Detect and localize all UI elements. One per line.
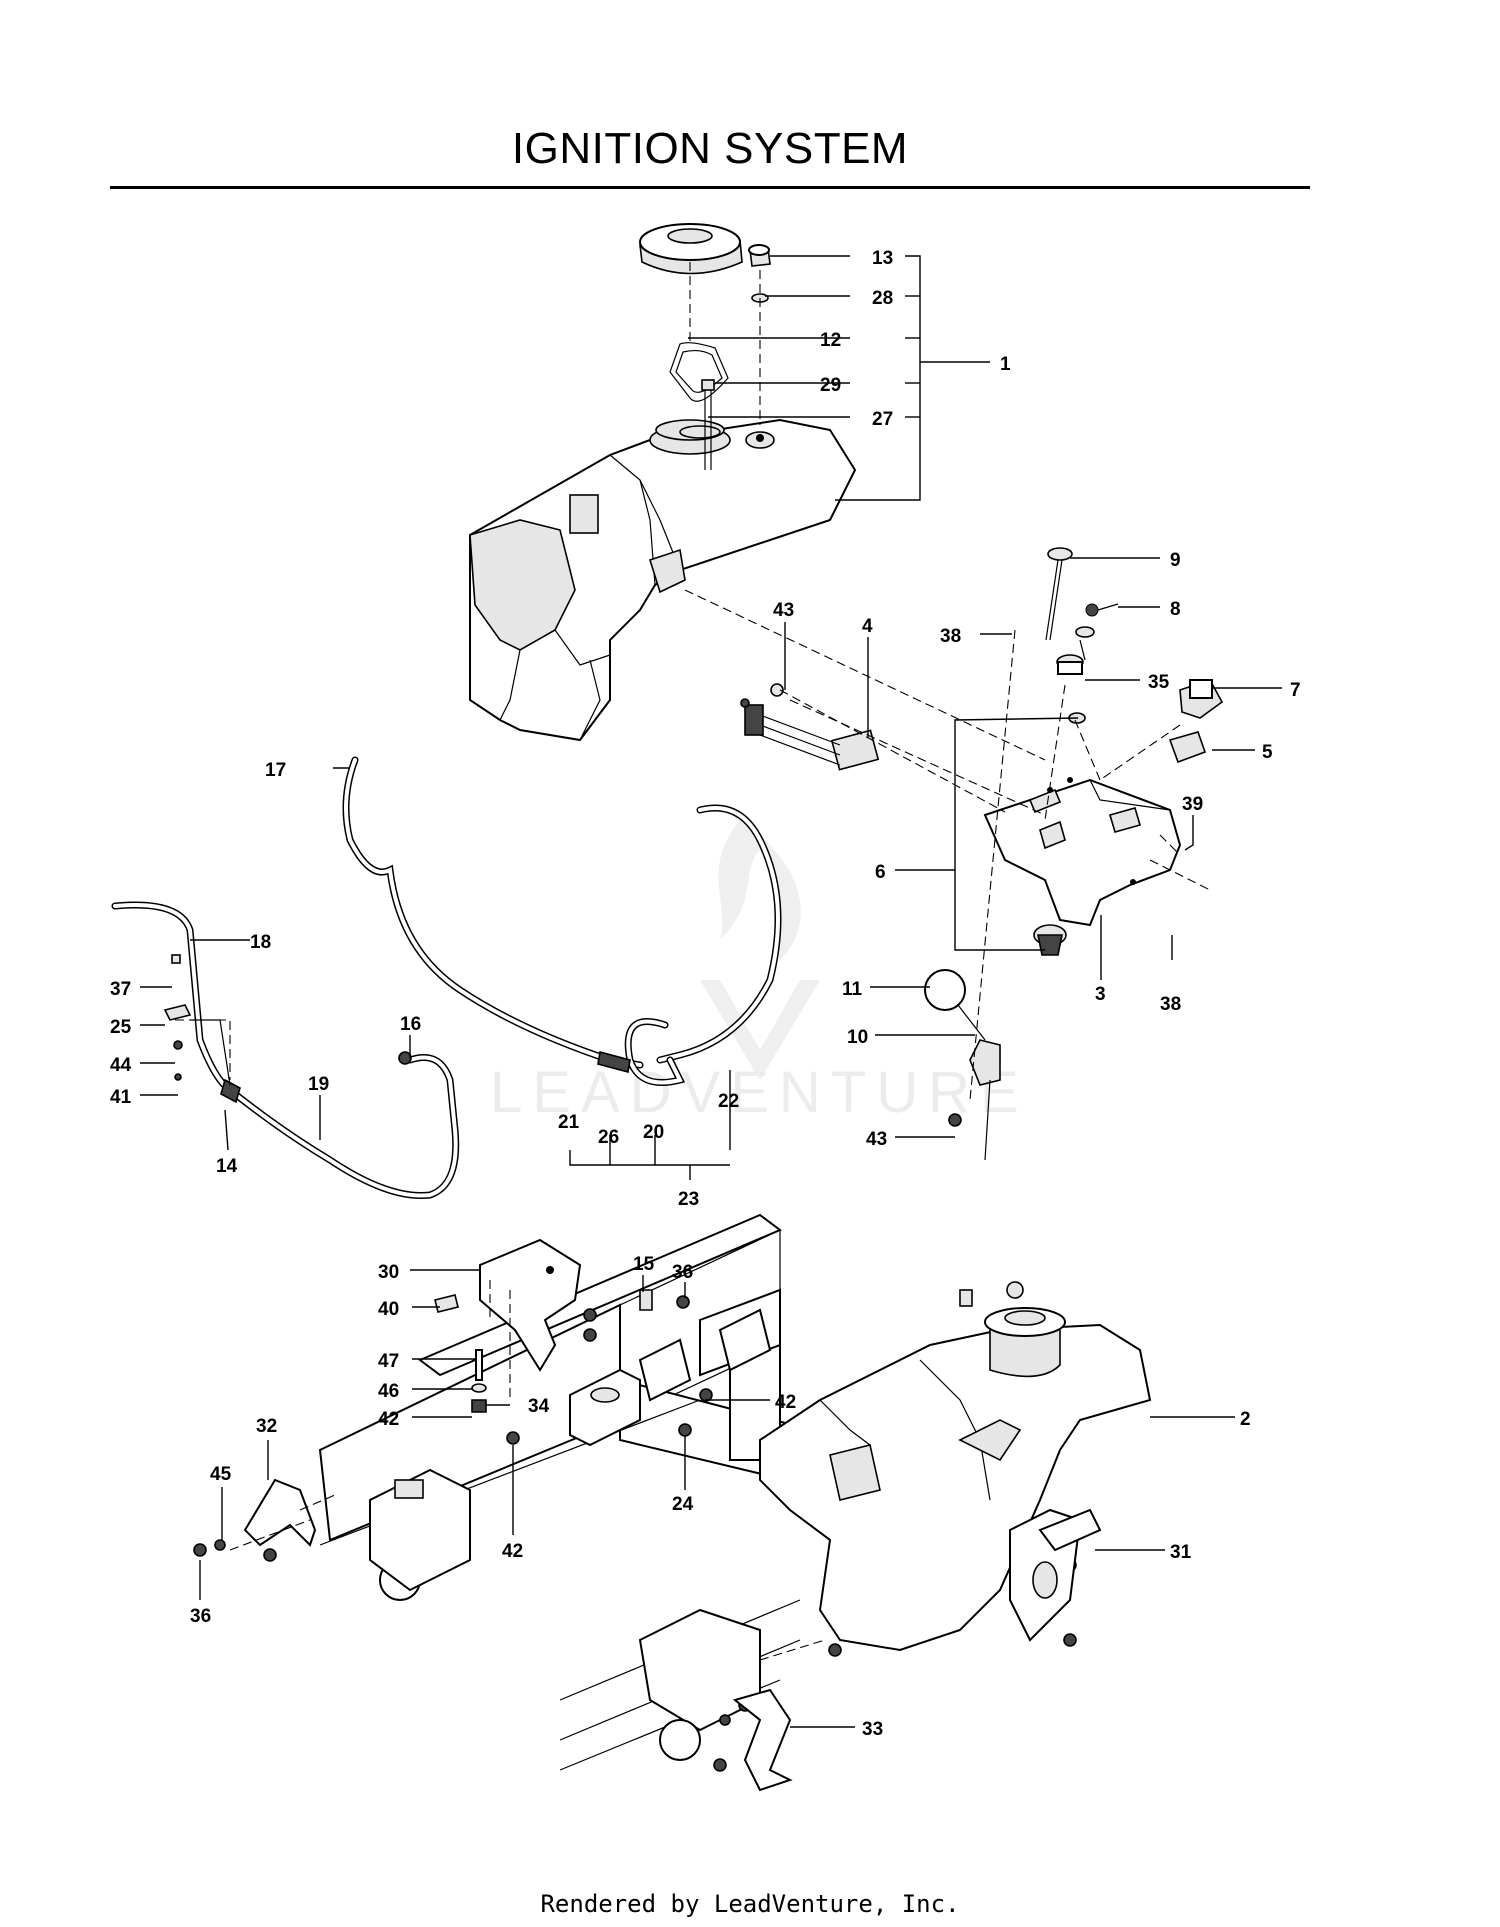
callout-29: 29 xyxy=(820,375,841,396)
callout-19: 19 xyxy=(308,1074,329,1095)
callout-44: 44 xyxy=(110,1055,132,1076)
bracket-33 xyxy=(732,1639,826,1792)
callout-16: 16 xyxy=(400,1014,421,1035)
callout-43-upper: 43 xyxy=(773,600,794,621)
callout-21: 21 xyxy=(558,1112,580,1133)
callout-42-mid: 42 xyxy=(775,1392,796,1413)
callout-15: 15 xyxy=(633,1254,655,1275)
callout-39: 39 xyxy=(1182,794,1203,815)
callout-35: 35 xyxy=(1148,672,1170,693)
throttle-control xyxy=(924,969,1001,1161)
callout-32: 32 xyxy=(256,1416,277,1437)
callout-10: 10 xyxy=(847,1027,868,1048)
callout-23: 23 xyxy=(678,1189,699,1210)
callout-47: 47 xyxy=(378,1351,399,1372)
callout-25: 25 xyxy=(110,1017,132,1038)
callout-4: 4 xyxy=(862,616,873,637)
callout-6: 6 xyxy=(875,862,886,883)
callout-8: 8 xyxy=(1170,599,1181,620)
fuel-tank-top xyxy=(469,418,857,742)
callout-38-lower: 38 xyxy=(1160,994,1181,1015)
callout-42-bottom: 42 xyxy=(502,1541,523,1562)
callout-9: 9 xyxy=(1170,550,1181,571)
callout-34: 34 xyxy=(528,1396,550,1417)
fuel-pickup-tube xyxy=(701,379,715,470)
callout-17: 17 xyxy=(265,760,286,781)
alignment-lines-top xyxy=(684,589,1211,1101)
hour-meter-button xyxy=(1045,547,1073,641)
callout-41: 41 xyxy=(110,1087,132,1108)
callout-11: 11 xyxy=(842,979,863,1000)
callout-36-upper: 36 xyxy=(672,1262,693,1283)
callout-33: 33 xyxy=(862,1719,883,1740)
bracket-32 xyxy=(229,1478,336,1551)
frame-assembly xyxy=(318,1213,1001,1771)
callout-14: 14 xyxy=(216,1156,238,1177)
callout-26: 26 xyxy=(598,1127,619,1148)
wire-harness xyxy=(740,683,880,771)
key-switch xyxy=(1056,603,1119,724)
callout-30: 30 xyxy=(378,1262,399,1283)
fastener-hardware xyxy=(193,1289,1077,1772)
watermark-text: LEADVENTURE xyxy=(490,1060,1029,1125)
page-title: IGNITION SYSTEM xyxy=(511,124,909,173)
bracket-30 xyxy=(479,1238,582,1400)
pto-switch xyxy=(1033,679,1224,956)
parts-diagram: LEADVENTURE xyxy=(110,223,1301,1792)
callout-12: 12 xyxy=(820,330,841,351)
dash-panel xyxy=(983,777,1182,927)
callout-43-lower: 43 xyxy=(866,1129,887,1150)
callout-36-lower: 36 xyxy=(190,1606,211,1627)
callout-38-upper: 38 xyxy=(940,626,961,647)
callout-13: 13 xyxy=(872,248,893,269)
fuel-lines xyxy=(111,756,782,1200)
callout-31: 31 xyxy=(1170,1542,1192,1563)
leader-lines xyxy=(140,255,1282,1728)
callout-27: 27 xyxy=(872,409,893,430)
callout-2: 2 xyxy=(1240,1409,1251,1430)
callout-5: 5 xyxy=(1262,742,1273,763)
callout-labels: 13 28 12 1 29 27 9 8 43 4 38 35 7 17 5 3… xyxy=(110,248,1301,1740)
callout-42-left: 42 xyxy=(378,1409,399,1430)
footer-credit: Rendered by LeadVenture, Inc. xyxy=(540,1890,960,1918)
callout-3: 3 xyxy=(1095,984,1106,1005)
callout-28: 28 xyxy=(872,288,893,309)
fuel-cap xyxy=(639,223,743,402)
callout-1: 1 xyxy=(1000,354,1011,375)
callout-37: 37 xyxy=(110,979,131,1000)
callout-45: 45 xyxy=(210,1464,232,1485)
fuel-tank-bottom xyxy=(759,1281,1152,1652)
callout-40: 40 xyxy=(378,1299,399,1320)
title-divider xyxy=(110,186,1310,189)
callout-46: 46 xyxy=(378,1381,399,1402)
callout-20: 20 xyxy=(643,1122,664,1143)
callout-24: 24 xyxy=(672,1494,694,1515)
vent-cap xyxy=(748,244,771,425)
clamp-parts xyxy=(163,954,412,1081)
callout-7: 7 xyxy=(1290,680,1301,701)
callout-18: 18 xyxy=(250,932,271,953)
callout-22: 22 xyxy=(718,1091,739,1112)
